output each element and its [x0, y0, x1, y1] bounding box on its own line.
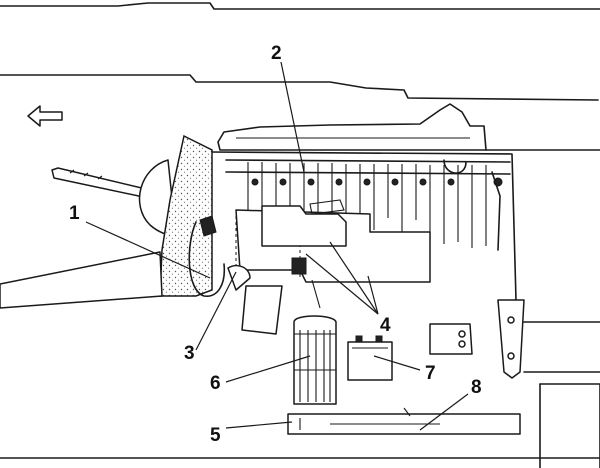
elevation-mechanism: [188, 215, 251, 297]
rear-hatch: [497, 299, 600, 468]
callout-8: 8: [471, 377, 482, 398]
callout-7: 7: [425, 363, 436, 384]
gun-barrel: [51, 167, 151, 199]
ammo-bin: [293, 315, 337, 405]
gun-sight: [241, 279, 321, 335]
callout-4: 4: [380, 315, 391, 336]
callout-1: 1: [69, 203, 80, 224]
hull-glacis: [0, 251, 163, 309]
breech-block: [235, 199, 431, 283]
callout-3: 3: [184, 343, 195, 364]
hull-top-outline: [0, 2, 600, 101]
battery-box: [347, 335, 393, 381]
turret-front-plate: [159, 134, 213, 297]
arrow-left-icon: [27, 105, 63, 127]
leader-lines: [85, 61, 469, 431]
callout-5: 5: [210, 425, 221, 446]
floor-rail: [0, 407, 600, 459]
callout-6: 6: [210, 373, 221, 394]
callout-2: 2: [271, 43, 282, 64]
mounting-bracket: [429, 323, 473, 355]
ammunition-rack: [225, 159, 511, 251]
